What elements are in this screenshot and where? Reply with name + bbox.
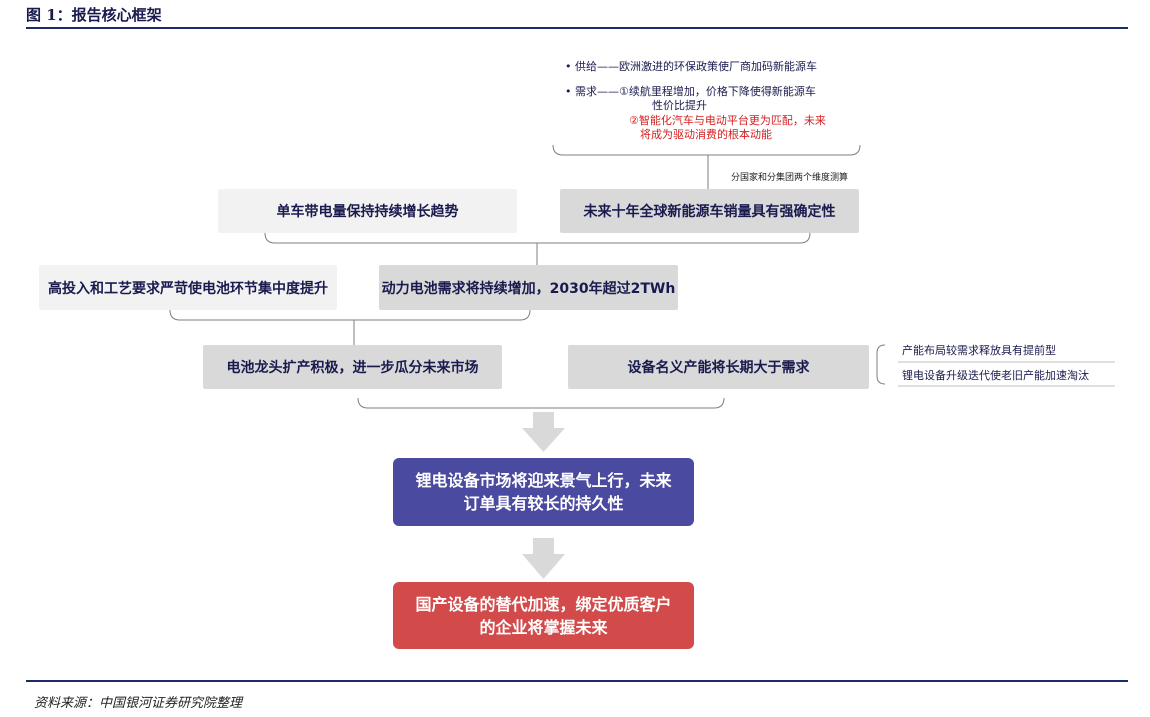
drivers-brace [552, 144, 861, 156]
domestic-substitution-line-1: 国产设备的替代加速，绑定优质客户 [415, 594, 672, 614]
domestic-substitution-box: 国产设备的替代加速，绑定优质客户 的企业将掌握未来 [393, 582, 694, 649]
global-sales-box: 未来十年全球新能源车销量具有强确定性 [560, 189, 859, 233]
battery-demand-box: 动力电池需求将持续增加，2030年超过2TWh [379, 265, 678, 310]
demand-bullet-2: 性价比提升 [652, 99, 707, 112]
battery-leaders-box: 电池龙头扩产积极，进一步瓜分未来市场 [203, 345, 502, 389]
measure-note: 分国家和分集团两个维度测算 [731, 173, 849, 183]
demand-bullet-3: ②智能化汽车与电动平台更为匹配，未来 [629, 114, 826, 127]
source-note: 资料来源：中国银河证券研究院整理 [34, 696, 243, 711]
domestic-substitution-line-2: 的企业将掌握未来 [479, 617, 608, 637]
row1-brace [264, 232, 811, 244]
single-car-box: 单车带电量保持持续增长趋势 [218, 189, 517, 233]
upgrade-note: 锂电设备升级迭代使老旧产能加速淘汰 [902, 369, 1089, 382]
figure-title: 图 1：报告核心框架 [26, 6, 162, 24]
down-arrow-2 [522, 538, 565, 579]
supply-bullet: • 供给——欧洲激进的环保政策使厂商加码新能源车 [565, 60, 817, 73]
capacity-release-note: 产能布局较需求释放具有提前型 [902, 344, 1056, 357]
capacity-box: 设备名义产能将长期大于需求 [568, 345, 869, 389]
market-outlook-line-2: 订单具有较长的持久性 [463, 494, 624, 513]
market-outlook-line-1: 锂电设备市场将迎来景气上行，未来 [415, 471, 672, 490]
top-rule [26, 27, 1128, 29]
concentration-box: 高投入和工艺要求严苛使电池环节集中度提升 [39, 265, 337, 310]
demand-bullet-4: 将成为驱动消费的根本动能 [640, 128, 772, 141]
bottom-rule [26, 680, 1128, 682]
row3-brace [357, 397, 725, 409]
market-outlook-box: 锂电设备市场将迎来景气上行，未来 订单具有较长的持久性 [393, 458, 694, 526]
demand-bullet-1: • 需求——①续航里程增加，价格下降使得新能源车 [565, 85, 816, 98]
side-notes-bracket [876, 344, 886, 385]
down-arrow-1 [522, 412, 565, 452]
row2-brace [169, 309, 531, 321]
